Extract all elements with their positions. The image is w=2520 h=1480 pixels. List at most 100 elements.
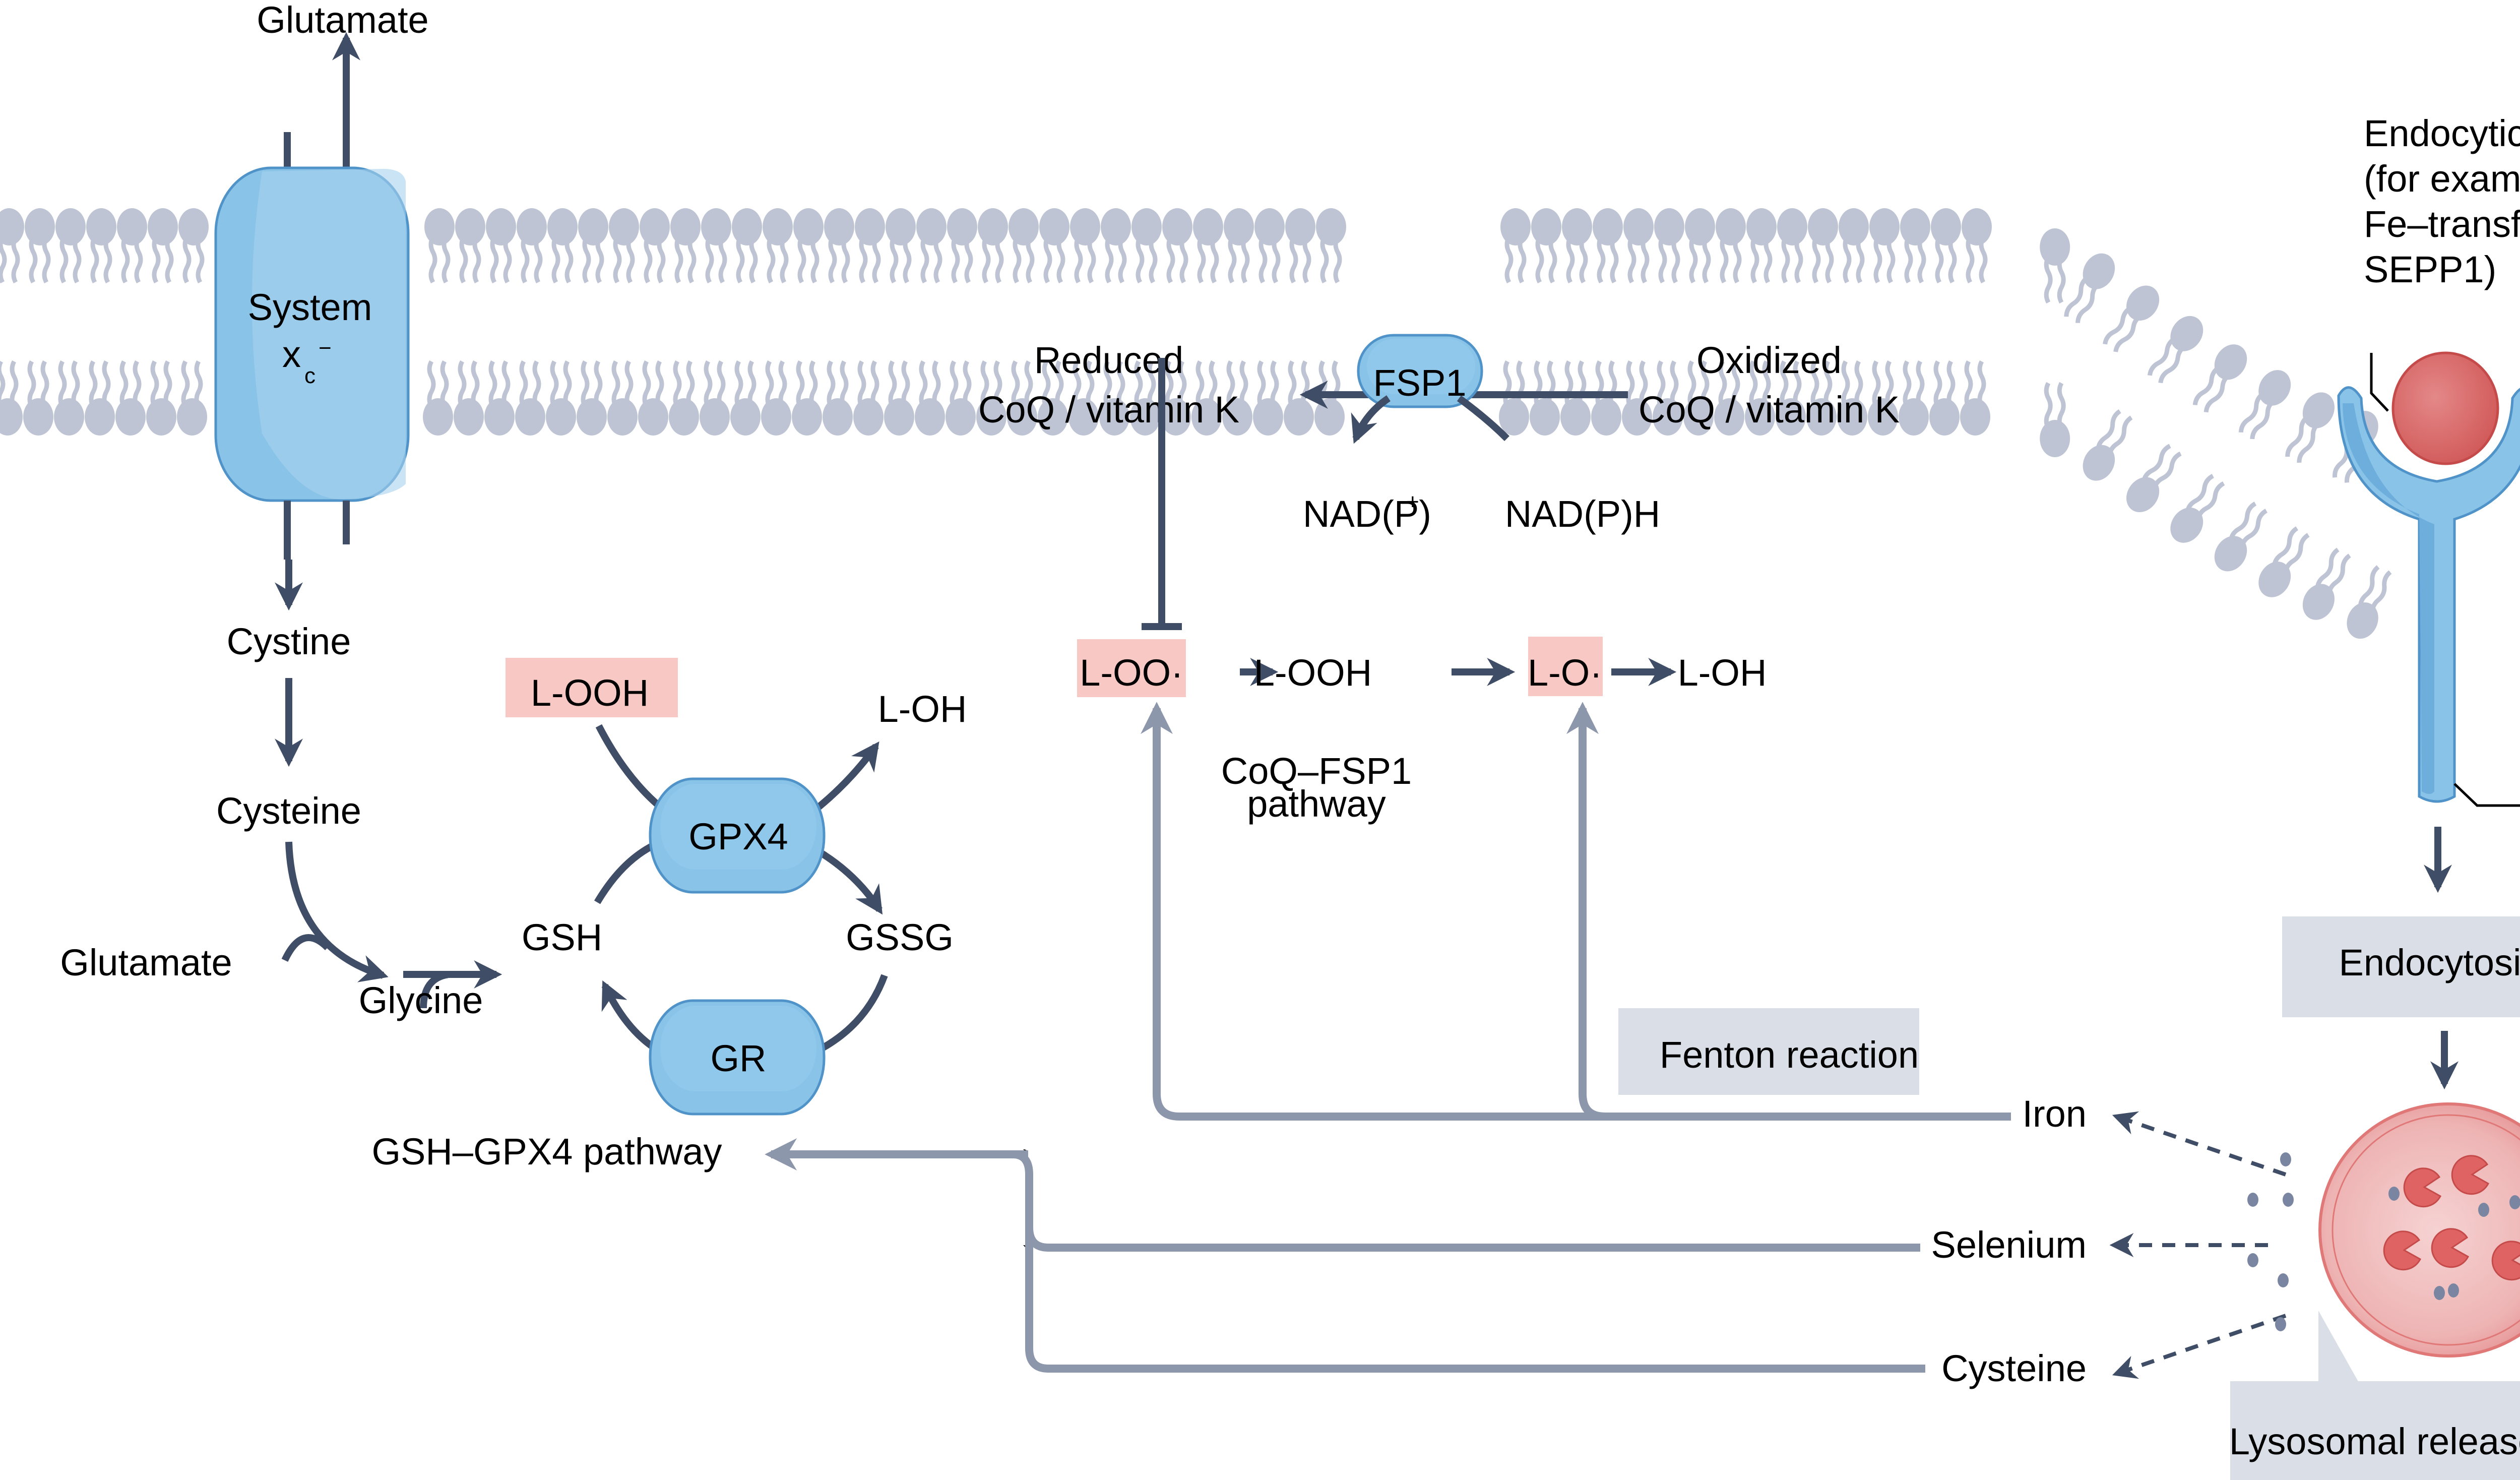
released-particle bbox=[2280, 1152, 2291, 1166]
released-particle bbox=[2448, 1283, 2459, 1298]
phospholipid bbox=[1101, 208, 1131, 284]
phospholipid bbox=[1808, 208, 1838, 284]
coq-fsp1-pathway: Reduced CoQ / vitamin K Oxidized CoQ / v… bbox=[978, 334, 1900, 825]
phospholipid bbox=[2192, 344, 2247, 413]
phospholipid bbox=[424, 208, 455, 284]
phospholipid bbox=[916, 208, 947, 284]
lysosomal-enzyme-icon bbox=[2431, 1228, 2469, 1268]
phospholipid bbox=[1499, 360, 1529, 436]
released-particle bbox=[2278, 1273, 2289, 1287]
phospholipid bbox=[1683, 360, 1714, 436]
phospholipid bbox=[455, 208, 485, 284]
phospholipid bbox=[1623, 208, 1654, 284]
glutamate-export-label: Glutamate bbox=[257, 0, 428, 41]
phospholipid bbox=[1962, 208, 1992, 284]
phospholipid bbox=[823, 360, 853, 436]
phospholipid bbox=[1931, 208, 1961, 284]
phospholipid bbox=[1222, 360, 1252, 436]
phospholipid bbox=[484, 360, 515, 436]
phospholipid bbox=[2147, 316, 2203, 384]
released-particle bbox=[2478, 1203, 2489, 1217]
phospholipid bbox=[1007, 360, 1037, 436]
phospholipid bbox=[700, 360, 730, 436]
phospholipid bbox=[1009, 208, 1039, 284]
phospholipid bbox=[1716, 208, 1746, 284]
iron-release-arrow bbox=[2112, 1111, 2287, 1177]
released-particle bbox=[2283, 1193, 2294, 1207]
phospholipid bbox=[886, 208, 916, 284]
released-cysteine-label: Cysteine bbox=[1941, 1347, 2087, 1389]
gr-enzyme: GR bbox=[649, 999, 826, 1116]
phospholipid bbox=[1777, 208, 1807, 284]
phospholipid bbox=[2064, 253, 2115, 324]
phospholipid bbox=[1161, 360, 1191, 436]
phospholipid bbox=[1653, 360, 1683, 436]
fsp1-enzyme: FSP1 bbox=[1357, 334, 1483, 408]
gssg-label: GSSG bbox=[846, 916, 954, 958]
phospholipid bbox=[23, 360, 53, 436]
phospholipid bbox=[2040, 382, 2070, 457]
phospholipid bbox=[423, 360, 453, 436]
phospholipid bbox=[55, 208, 86, 284]
phospholipid bbox=[1314, 360, 1345, 436]
phospholipid bbox=[146, 360, 176, 436]
phospholipid bbox=[1316, 208, 1346, 284]
gsh-gpx4-pathway-label: GSH–GPX4 pathway bbox=[371, 1131, 722, 1173]
phospholipid bbox=[1745, 360, 1775, 436]
phospholipid bbox=[1591, 360, 1621, 436]
phospholipid bbox=[1869, 208, 1900, 284]
released-particle bbox=[2388, 1187, 2400, 1201]
iron-to-loo-arrow bbox=[1141, 702, 2011, 1121]
phospholipid bbox=[148, 208, 178, 284]
phospholipid bbox=[1162, 208, 1192, 284]
endocytic-cargo bbox=[2391, 351, 2499, 465]
system-xc-transporter: System x c − bbox=[214, 32, 410, 560]
fenton-reaction-box bbox=[1618, 1008, 1919, 1095]
phospholipid bbox=[670, 208, 701, 284]
phospholipid bbox=[1131, 208, 1162, 284]
selenium-label: Selenium bbox=[1931, 1224, 2087, 1266]
phospholipid bbox=[1899, 360, 1929, 436]
lo-radical-box bbox=[1528, 637, 1603, 696]
phospholipid bbox=[177, 360, 207, 436]
phospholipid bbox=[607, 360, 638, 436]
phospholipid bbox=[517, 208, 547, 284]
phospholipid bbox=[669, 360, 699, 436]
phospholipid bbox=[115, 360, 146, 436]
phospholipid bbox=[547, 208, 578, 284]
phospholipid bbox=[1839, 208, 1869, 284]
phospholipid bbox=[1284, 360, 1314, 436]
cysteine-label: Cysteine bbox=[216, 790, 361, 832]
phospholipid bbox=[1776, 360, 1806, 436]
lysosome bbox=[2318, 1102, 2520, 1358]
phospholipid bbox=[578, 208, 608, 284]
phospholipid bbox=[454, 360, 484, 436]
glycine-join-curve bbox=[420, 971, 450, 1009]
cargo-leader-line bbox=[2370, 353, 2389, 412]
phospholipid bbox=[546, 360, 576, 436]
phospholipid bbox=[792, 360, 822, 436]
oxidized-label: Oxidized bbox=[1696, 339, 1842, 381]
transporter-superscript: − bbox=[319, 336, 332, 360]
released-particle bbox=[2247, 1253, 2258, 1267]
coq-fsp1-pathway-label-2: pathway bbox=[1247, 783, 1386, 825]
receptor-leader-line bbox=[2453, 783, 2520, 807]
looh-box bbox=[506, 658, 678, 717]
nadph-label: NAD(P)H bbox=[1505, 493, 1660, 535]
phospholipid bbox=[1806, 360, 1837, 436]
phospholipid bbox=[1593, 208, 1623, 284]
phospholipid bbox=[1070, 208, 1100, 284]
lysosomal-release-pointer bbox=[2318, 1311, 2364, 1391]
lysosomal-enzyme-icon bbox=[2403, 1167, 2441, 1208]
phospholipid bbox=[2347, 565, 2392, 639]
phospholipid bbox=[763, 208, 793, 284]
lysosomal-release-box bbox=[2230, 1381, 2520, 1480]
phospholipid bbox=[0, 208, 24, 284]
transporter-x: x bbox=[282, 333, 301, 375]
phospholipid bbox=[1193, 208, 1223, 284]
phospholipid bbox=[884, 360, 914, 436]
phospholipid bbox=[978, 208, 1008, 284]
oxidized-coq-label: CoQ / vitamin K bbox=[1639, 389, 1900, 430]
phospholipid bbox=[761, 360, 791, 436]
